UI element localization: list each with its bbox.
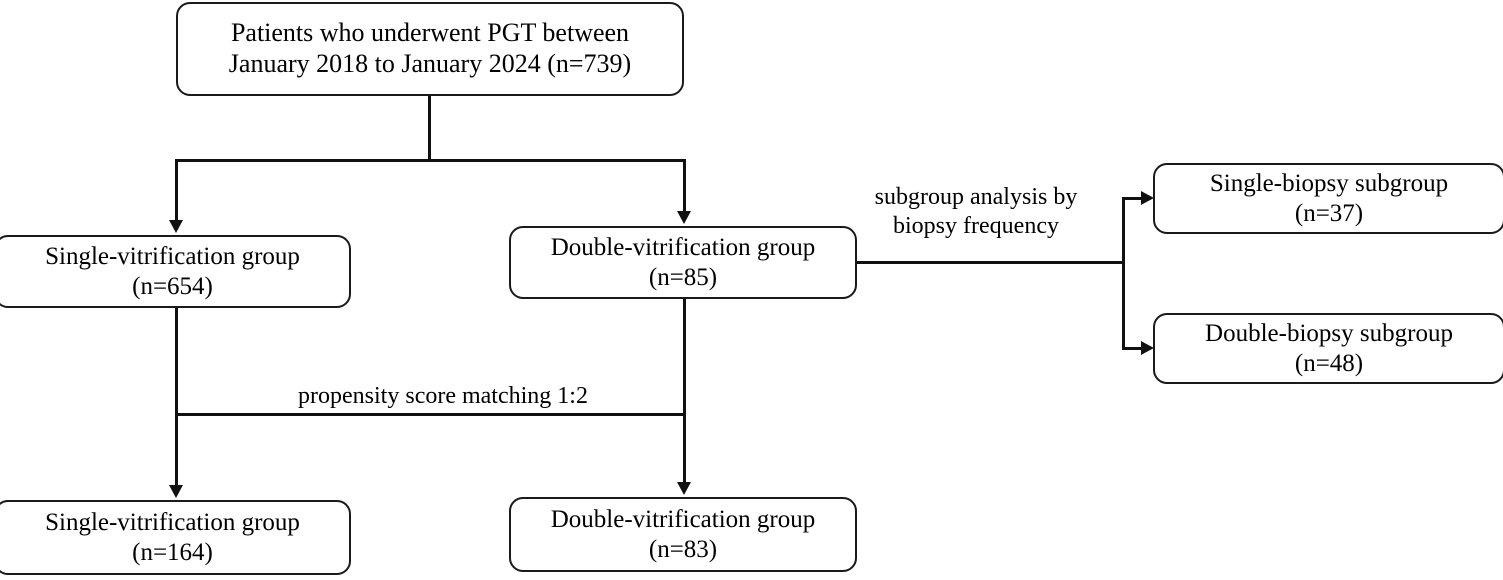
node-single-vitrification-164-line1: Single-vitrification group	[45, 509, 300, 536]
node-single-vitrification-654-line2: (n=654)	[132, 272, 213, 300]
connector-subgroup-riser	[1122, 197, 1125, 349]
node-single-vitrification-654[interactable]: Single-vitrification group (n=654)	[0, 235, 351, 308]
node-double-vitrification-85-line2: (n=85)	[648, 263, 718, 291]
node-single-vitrification-654-line1: Single-vitrification group	[45, 243, 300, 270]
edge-label-propensity-matching-text: propensity score matching 1:2	[298, 383, 588, 409]
connector-to-single-vitrification	[175, 159, 178, 221]
connector-double-vitrification-down	[683, 299, 686, 483]
node-single-biopsy-37-line2: (n=37)	[1294, 199, 1364, 227]
connector-to-single-biopsy	[1122, 197, 1145, 200]
edge-label-propensity-matching: propensity score matching 1:2	[243, 382, 643, 411]
arrowhead-to-double-vitrification	[677, 211, 691, 224]
edge-label-subgroup-analysis-line1: subgroup analysis by	[874, 184, 1078, 210]
node-cohort-line2: January 2018 to January 2024 (n=739)	[228, 49, 632, 78]
connector-to-double-biopsy	[1122, 347, 1145, 350]
node-cohort[interactable]: Patients who underwent PGT between Janua…	[176, 2, 684, 96]
node-double-vitrification-85-line1: Double-vitrification group	[550, 234, 816, 261]
node-single-vitrification-164-line2: (n=164)	[132, 538, 213, 566]
node-double-vitrification-85[interactable]: Double-vitrification group (n=85)	[509, 226, 857, 299]
connector-single-vitrification-down	[175, 308, 178, 486]
arrowhead-to-double-biopsy	[1141, 341, 1154, 355]
node-double-vitrification-83[interactable]: Double-vitrification group (n=83)	[509, 497, 857, 572]
node-double-biopsy-48-line1: Double-biopsy subgroup	[1205, 320, 1453, 347]
node-single-vitrification-164[interactable]: Single-vitrification group (n=164)	[0, 500, 351, 575]
edge-label-subgroup-analysis: subgroup analysis by biopsy frequency	[845, 183, 1107, 241]
node-double-vitrification-83-line2: (n=83)	[648, 535, 718, 563]
node-single-biopsy-37[interactable]: Single-biopsy subgroup (n=37)	[1153, 163, 1503, 234]
arrowhead-to-double-vitrification-matched	[677, 482, 691, 495]
node-cohort-line1: Patients who underwent PGT between	[230, 18, 630, 48]
connector-cohort-stem	[428, 96, 431, 161]
node-double-vitrification-83-line1: Double-vitrification group	[550, 506, 816, 533]
arrowhead-to-single-vitrification-matched	[169, 485, 183, 498]
connector-to-double-vitrification	[683, 159, 686, 212]
node-single-biopsy-37-line1: Single-biopsy subgroup	[1209, 170, 1449, 197]
connector-cohort-split-horizontal	[175, 159, 686, 162]
edge-label-subgroup-analysis-line2: biopsy frequency	[893, 212, 1059, 239]
node-double-biopsy-48[interactable]: Double-biopsy subgroup (n=48)	[1153, 313, 1503, 384]
node-double-biopsy-48-line2: (n=48)	[1294, 349, 1364, 377]
connector-propensity-matching-bridge	[175, 413, 686, 416]
arrowhead-to-single-vitrification	[169, 220, 183, 233]
arrowhead-to-single-biopsy	[1141, 191, 1154, 205]
connector-subgroup-trunk	[856, 261, 1125, 264]
